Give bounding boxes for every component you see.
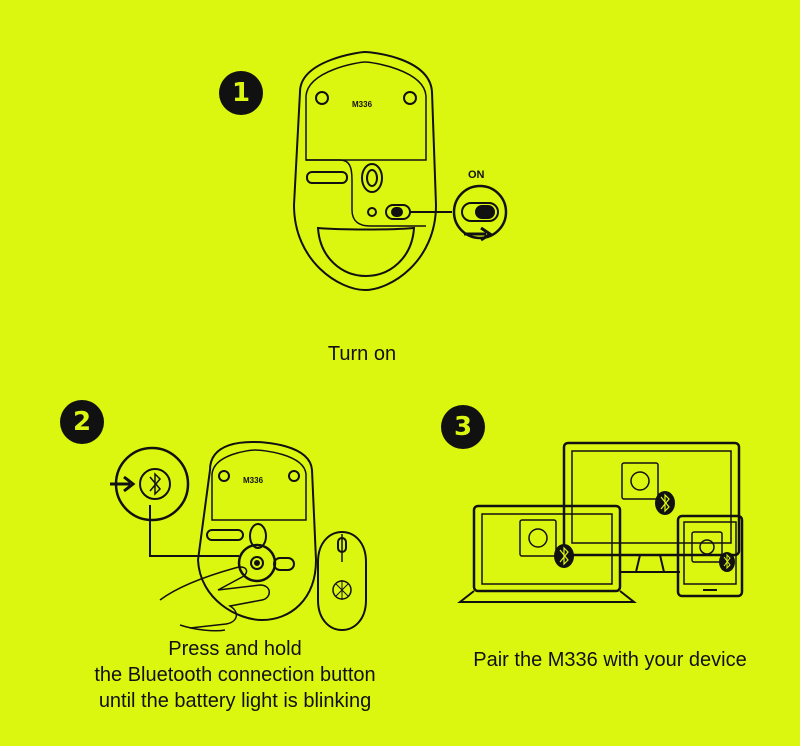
step-1-caption: Turn on <box>327 343 397 365</box>
on-label: ON <box>468 169 485 181</box>
step-2-number: 2 <box>60 400 104 444</box>
step-3-caption: Pair the M336 with your device <box>473 649 747 671</box>
step-2-caption: Press and hold the Bluetooth connection … <box>40 636 430 714</box>
devices-illustration <box>457 441 744 603</box>
step-2-caption-line-2: the Bluetooth connection button <box>94 664 376 686</box>
step-1-number: 1 <box>219 71 263 115</box>
step-2-caption-line-3: until the battery light is blinking <box>98 690 372 712</box>
step-3-number: 3 <box>441 405 485 449</box>
model-label: M336 <box>352 100 373 109</box>
step-2-caption-line-1: Press and hold <box>168 638 302 660</box>
mouse-underside-step1: M336 ON <box>292 50 508 292</box>
model-label-2: M336 <box>243 476 264 485</box>
mouse-underside-step2: M336 <box>110 440 367 632</box>
